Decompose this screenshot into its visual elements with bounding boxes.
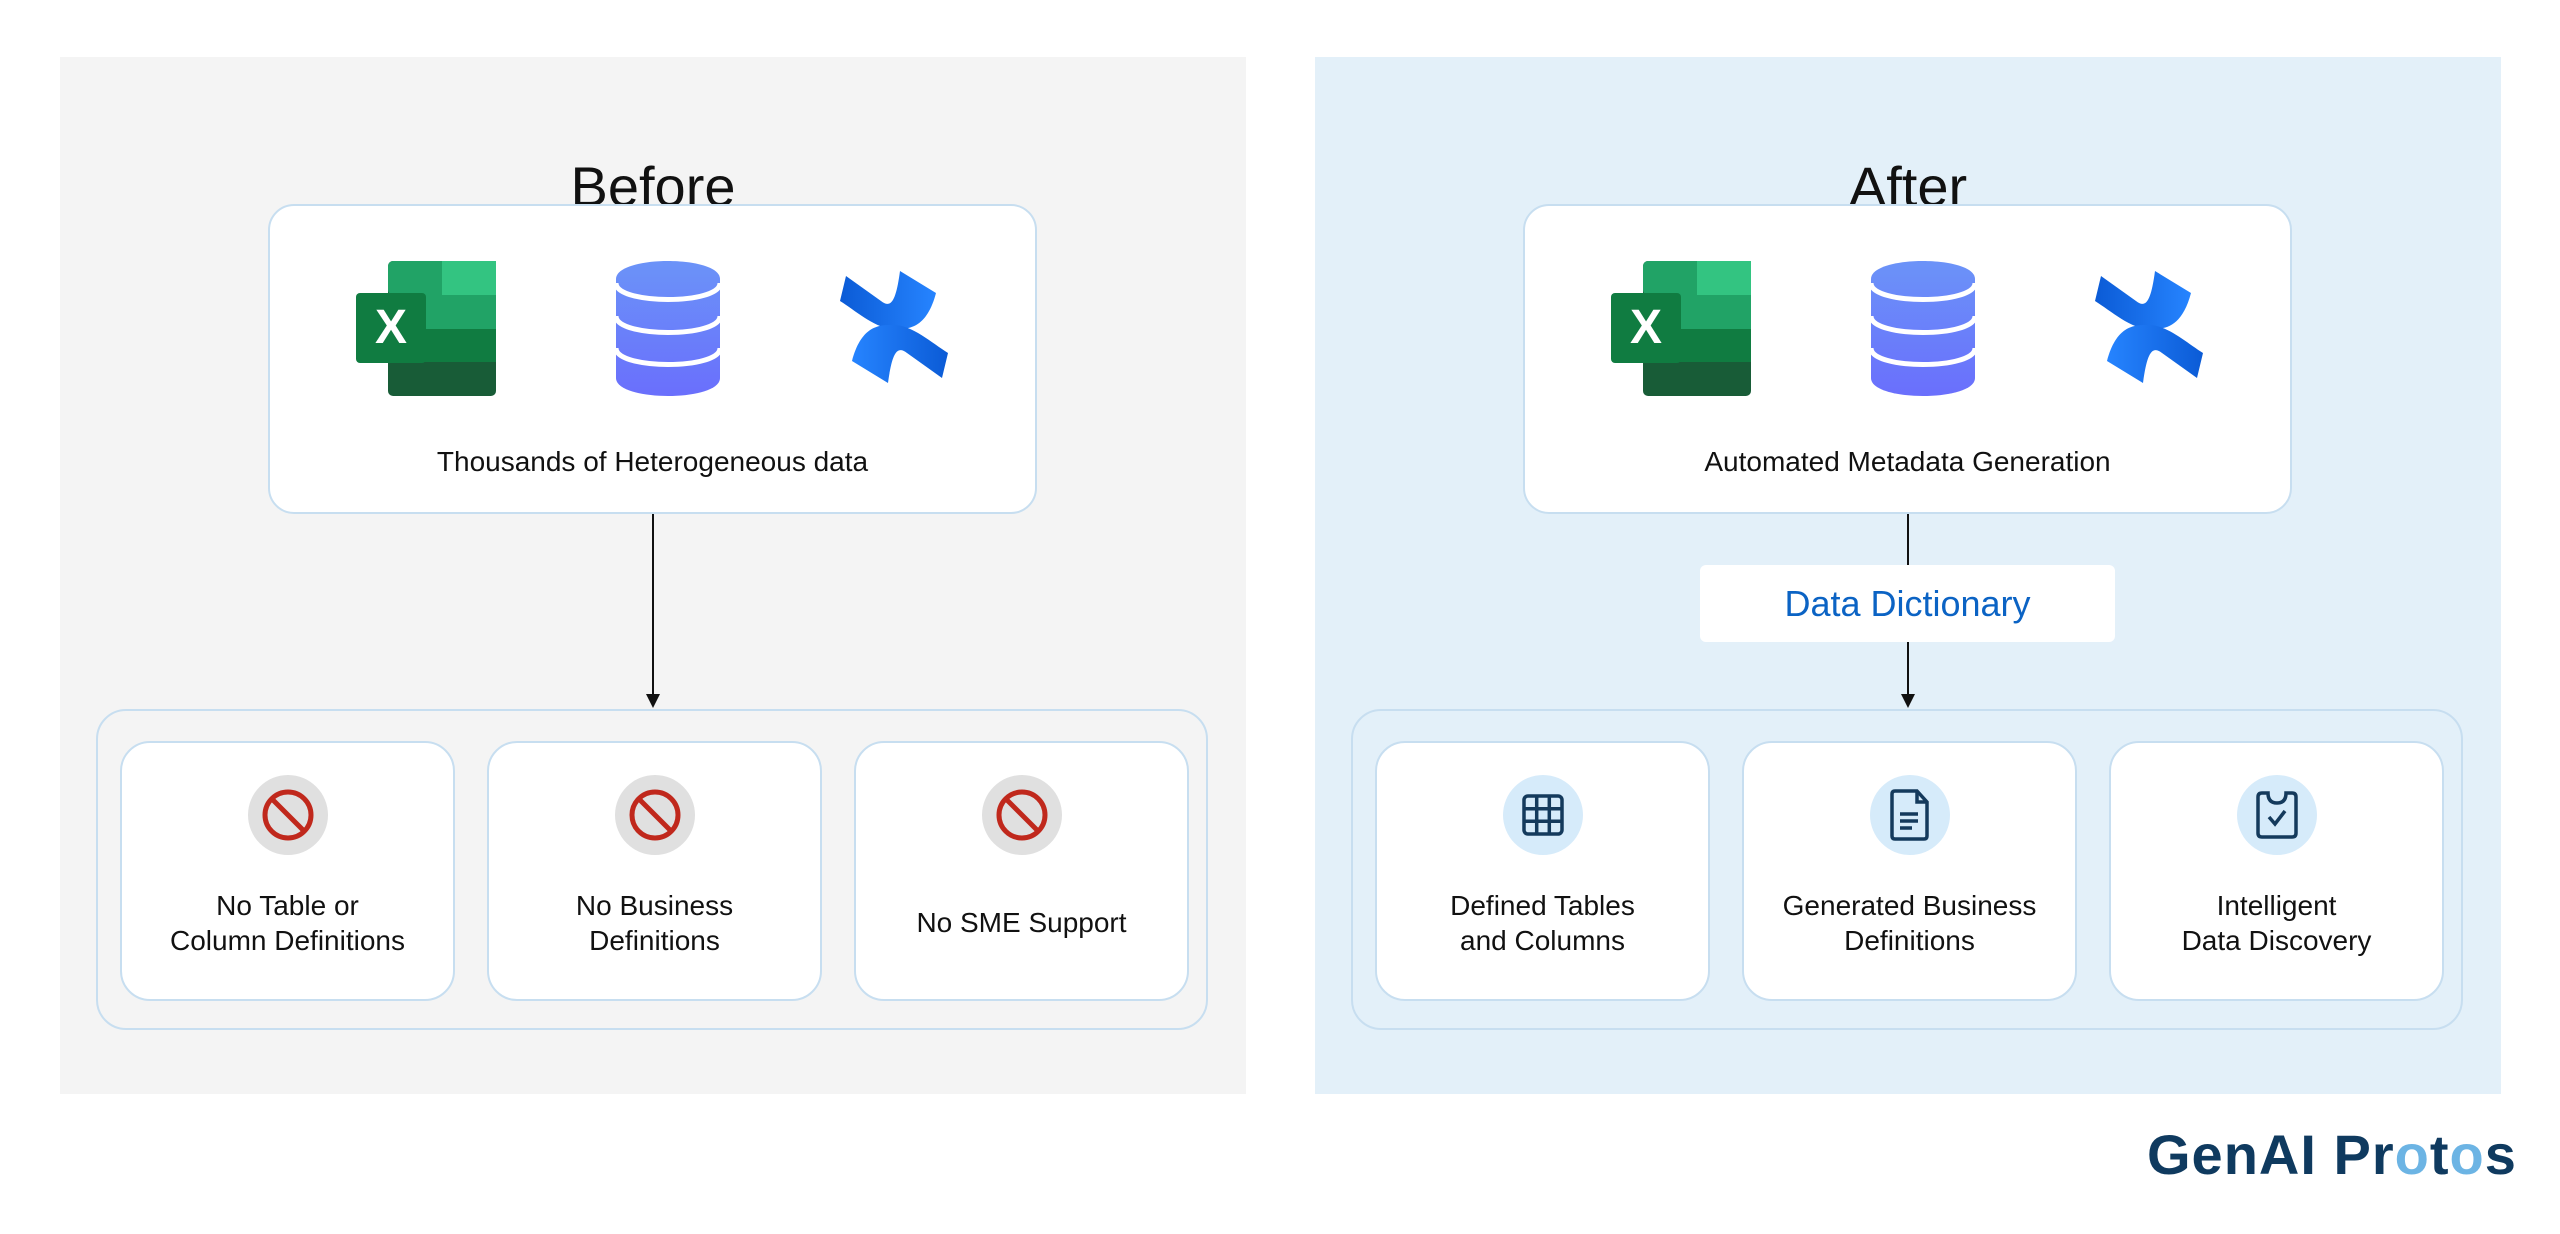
prohibited-icon xyxy=(982,775,1062,855)
confluence-icon xyxy=(2091,271,2207,383)
after-source-box: Automated Metadata Generation xyxy=(1523,204,2292,514)
clipboard-check-icon xyxy=(2237,775,2317,855)
prohibited-icon xyxy=(615,775,695,855)
confluence-icon xyxy=(836,271,952,383)
source-caption: Automated Metadata Generation xyxy=(1704,446,2111,477)
data-dictionary-label: Data Dictionary xyxy=(1700,565,2115,642)
before-source-box: Thousands of Heterogeneous data xyxy=(268,204,1037,514)
connector-line xyxy=(1907,514,1909,565)
prohibited-icon xyxy=(248,775,328,855)
database-icon xyxy=(616,261,720,396)
arrow-down-icon xyxy=(646,694,660,708)
table-grid-icon xyxy=(1503,775,1583,855)
before-panel: Before Thousands of Heterogeneous data N… xyxy=(60,57,1246,1094)
card-label: No SME Support xyxy=(916,907,1127,938)
connector-line xyxy=(652,514,654,694)
source-caption: Thousands of Heterogeneous data xyxy=(436,446,869,477)
arrow-down-icon xyxy=(1901,694,1915,708)
after-panel: After Automated Metadata Generation Data… xyxy=(1315,57,2501,1094)
database-icon xyxy=(1871,261,1975,396)
excel-icon xyxy=(1611,261,1751,396)
excel-icon xyxy=(356,261,496,396)
connector-line xyxy=(1907,642,1909,694)
document-icon xyxy=(1870,775,1950,855)
outcome-card: No SME Support xyxy=(854,741,1189,1001)
genai-protos-logo: GenAI Protos xyxy=(2147,1123,2517,1186)
